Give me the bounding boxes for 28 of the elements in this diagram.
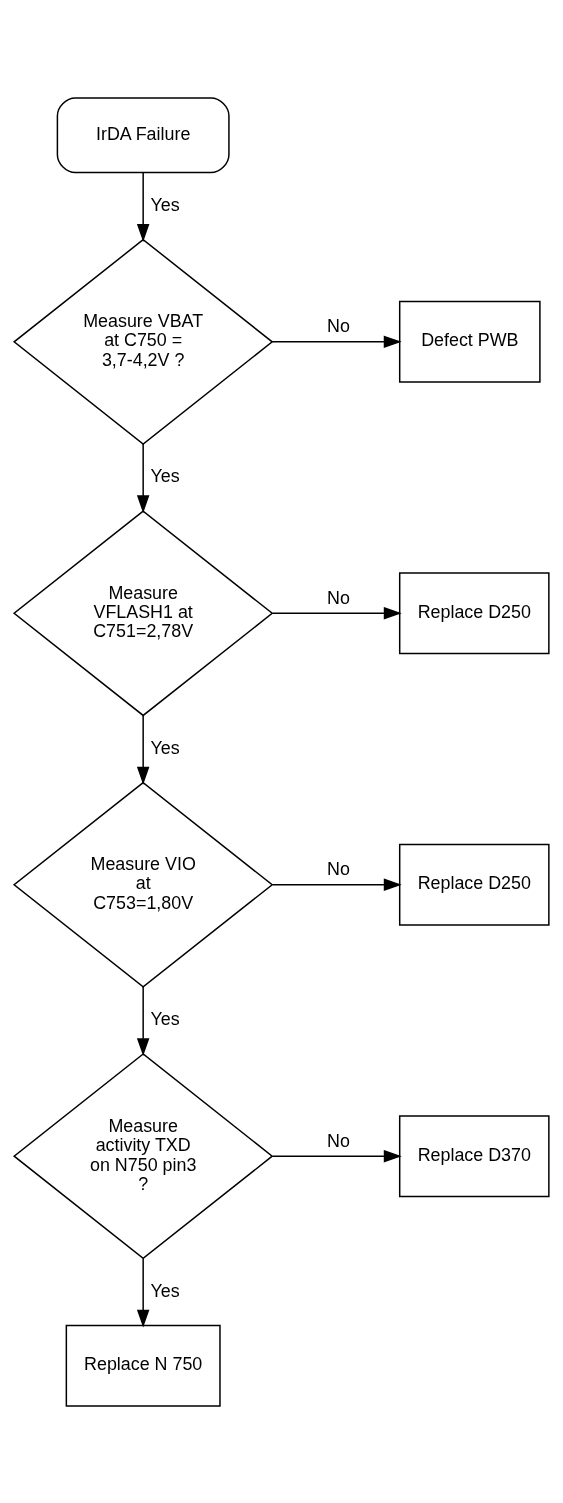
- arrow: [271, 606, 402, 620]
- edge-label: No: [326, 858, 350, 879]
- node-box: IrDA Failure: [56, 96, 230, 173]
- edge-label: Yes: [150, 194, 180, 215]
- edge-label: Yes: [150, 1008, 180, 1029]
- node-box: Replace D250: [398, 843, 550, 926]
- node-box: Defect PWB: [398, 300, 541, 383]
- node-box: Replace D370: [398, 1114, 550, 1197]
- arrow: [136, 171, 150, 242]
- arrow: [271, 1149, 402, 1162]
- node-diamond: Measure VFLASH1 at C751=2,78V: [12, 509, 274, 716]
- edge-label: No: [326, 1130, 350, 1151]
- edge-label: Yes: [150, 465, 180, 486]
- edge-label: Yes: [150, 737, 180, 758]
- arrow: [136, 442, 150, 513]
- node-box: Replace N 750: [65, 1324, 221, 1407]
- arrow: [136, 985, 150, 1056]
- arrow: [271, 877, 402, 891]
- node-box: Replace D250: [398, 571, 550, 654]
- node-diamond: Measure VIO at C753=1,80V: [12, 781, 274, 988]
- edge-label: No: [326, 587, 350, 608]
- arrow: [136, 714, 150, 785]
- edge-label: Yes: [150, 1280, 180, 1301]
- node-diamond: Measure VBAT at C750 = 3,7-4,2V ?: [12, 238, 274, 445]
- node-diamond: Measure activity TXD on N750 pin3 ?: [12, 1052, 274, 1259]
- edge-label: No: [326, 315, 350, 336]
- arrow: [136, 1257, 150, 1328]
- arrow: [271, 335, 402, 348]
